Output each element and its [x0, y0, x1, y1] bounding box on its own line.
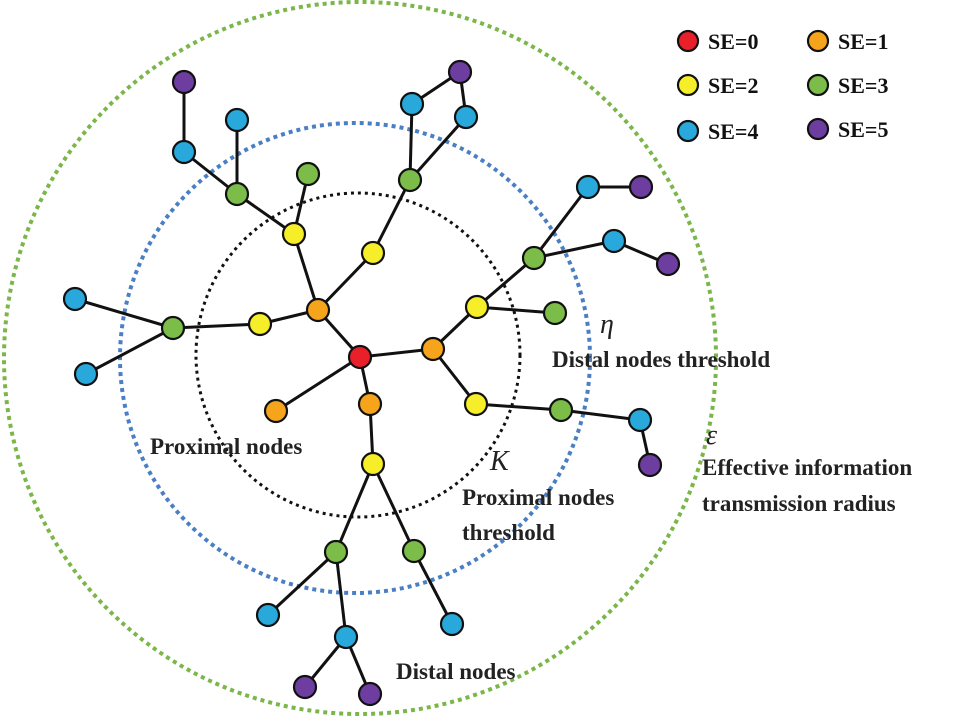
node-se4-b8 — [601, 228, 627, 254]
node-se4-b7 — [575, 174, 601, 200]
edge-y2-g4 — [172, 322, 261, 330]
distal-nodes-label: Distal nodes — [396, 659, 516, 684]
node-se2-y4 — [464, 294, 490, 320]
nodes — [62, 59, 681, 707]
edge-root-o4 — [275, 355, 361, 413]
edge-y1-g1 — [371, 179, 412, 254]
node-se5-p5 — [637, 452, 663, 478]
node-se3-g1 — [397, 167, 423, 193]
node-se2-y5 — [463, 391, 489, 417]
node-se5-p4 — [655, 251, 681, 277]
node-se3-g6 — [542, 300, 568, 326]
proximal-threshold-label-line2: threshold — [462, 520, 555, 545]
legend-marker-se4 — [676, 119, 700, 143]
node-se4-b9 — [627, 407, 653, 433]
legend-label-se1: SE=1 — [838, 29, 888, 54]
eta-symbol: η — [600, 309, 614, 340]
node-se4-b10 — [255, 602, 281, 628]
legend-marker-se2 — [676, 73, 700, 97]
node-se4-b12 — [439, 611, 465, 637]
legend-label-se3: SE=3 — [838, 73, 888, 98]
legend-label-se2: SE=2 — [708, 73, 758, 98]
edge-o1-y1 — [316, 251, 375, 312]
node-se3-g3 — [224, 181, 250, 207]
effective-radius-ring — [2, 0, 718, 716]
proximal-nodes-label: Proximal nodes — [150, 434, 302, 459]
node-se3-g9 — [401, 538, 427, 564]
legend-label-se4: SE=4 — [708, 119, 758, 144]
kappa-symbol: K — [489, 446, 510, 477]
edge-g8-b10 — [266, 550, 338, 617]
node-se4-b6 — [73, 361, 99, 387]
effective-radius-label-line1: Effective information — [702, 455, 912, 480]
edge-y6-g8 — [334, 463, 375, 553]
node-se4-b2 — [224, 107, 250, 133]
node-se5-p6 — [292, 674, 318, 700]
node-se3-g5 — [521, 245, 547, 271]
edge-g1-b4 — [408, 116, 468, 181]
legend-marker-se3 — [806, 73, 830, 97]
node-se3-g2 — [295, 161, 321, 187]
proximal-threshold-label-line1: Proximal nodes — [462, 485, 614, 510]
node-se2-y2 — [247, 311, 273, 337]
node-se5-p2 — [447, 59, 473, 85]
edges — [74, 70, 669, 695]
distal-threshold-ring — [118, 121, 592, 595]
effective-radius-label-line2: transmission radius — [702, 491, 896, 516]
node-se1-o4 — [263, 398, 289, 424]
edge-o1-y3 — [292, 233, 320, 311]
edge-g4-b5 — [74, 297, 174, 330]
edge-y4-g5 — [476, 256, 535, 309]
edge-y4-g6 — [476, 305, 556, 315]
node-se5-p1 — [171, 69, 197, 95]
distal-threshold-label: Distal nodes threshold — [552, 347, 770, 372]
node-se2-y1 — [360, 240, 386, 266]
node-se5-p3 — [628, 174, 654, 200]
legend-label-se5: SE=5 — [838, 117, 888, 142]
edge-y5-g7 — [475, 402, 562, 412]
node-se2-y3 — [281, 221, 307, 247]
edge-g9-b12 — [412, 550, 454, 625]
node-se2-y6 — [360, 451, 386, 477]
node-se3-g4 — [160, 315, 186, 341]
legend-marker-se5 — [806, 117, 830, 141]
node-se4-b3 — [399, 91, 425, 117]
edge-g7-b9 — [560, 408, 641, 422]
legend-marker-se0 — [676, 29, 700, 53]
edge-y6-g9 — [371, 463, 416, 552]
node-se4-b4 — [453, 104, 479, 130]
node-se1-o1 — [305, 297, 331, 323]
node-se1-o2 — [420, 336, 446, 362]
edge-g8-b11 — [334, 551, 348, 638]
edge-g5-b8 — [533, 239, 615, 260]
node-se3-g7 — [548, 397, 574, 423]
node-se5-p7 — [357, 681, 383, 707]
epsilon-symbol: ε — [706, 420, 717, 451]
node-se1-o3 — [357, 391, 383, 417]
node-se4-b11 — [333, 624, 359, 650]
legend-marker-se1 — [806, 29, 830, 53]
node-se4-b5 — [62, 286, 88, 312]
node-se3-g8 — [323, 539, 349, 565]
edge-g4-b6 — [85, 326, 174, 376]
edge-g5-b7 — [532, 186, 590, 259]
proximal-threshold-ring — [194, 191, 522, 519]
node-se0-root — [347, 344, 373, 370]
legend-label-se0: SE=0 — [708, 29, 758, 54]
edge-g1-b3 — [408, 103, 414, 181]
legend: SE=0 SE=1 SE=2 SE=3 SE=4 SE=5 — [676, 29, 888, 144]
edge-root-o2 — [359, 347, 434, 359]
node-se4-b1 — [171, 139, 197, 165]
